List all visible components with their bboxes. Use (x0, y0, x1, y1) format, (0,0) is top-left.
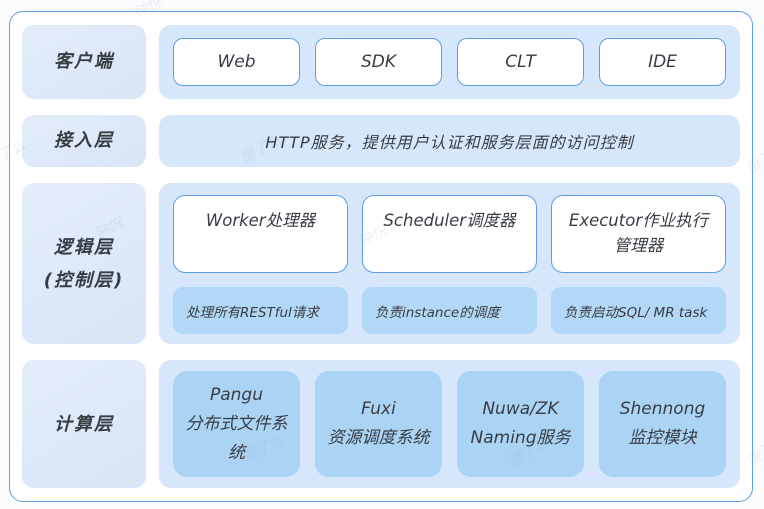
client-box-web-label: Web (217, 51, 256, 72)
compute-chip-pangu: Pangu 分布式文件系统 (173, 371, 300, 477)
client-box-sdk: SDK (315, 37, 442, 86)
client-panel: Web SDK CLT IDE (159, 25, 740, 99)
worker-module-box: Worker处理器 (173, 194, 348, 273)
client-box-sdk-label: SDK (360, 51, 397, 72)
worker-module-note-text: 处理所有RESTful请求 (186, 304, 319, 321)
logic-module-scheduler: Scheduler调度器 负责instance的调度 (362, 194, 537, 335)
compute-chip-shennong: Shennong 监控模块 (599, 371, 726, 477)
layer-label-compute-text: 计算层 (54, 413, 114, 435)
architecture-diagram: 客户端 Web SDK CLT IDE 接入层 HTTP服务，提供用户认证和服务… (9, 11, 753, 502)
executor-module-note: 负责启动SQL/ MR task (551, 286, 726, 335)
executor-module-box: Executor作业执行管理器 (551, 194, 726, 273)
client-box-clt-label: CLT (505, 51, 536, 72)
scheduler-module-note-text: 负责instance的调度 (375, 304, 500, 321)
layer-label-client: 客户端 (22, 25, 146, 99)
executor-module-note-text: 负责启动SQL/ MR task (564, 304, 708, 321)
layer-label-access: 接入层 (22, 114, 146, 167)
worker-module-title: Worker处理器 (205, 210, 316, 230)
layer-label-compute: 计算层 (22, 360, 146, 488)
logic-layer-row: 逻辑层 (控制层) Worker处理器 处理所有RESTful请求 Schedu… (22, 182, 740, 345)
access-description: HTTP服务，提供用户认证和服务层面的访问控制 (265, 132, 634, 152)
client-box-web: Web (173, 37, 300, 86)
shennong-name: Shennong (619, 399, 706, 420)
compute-chip-nuwa-zk: Nuwa/ZK Naming服务 (457, 371, 584, 477)
logic-module-executor: Executor作业执行管理器 负责启动SQL/ MR task (551, 194, 726, 335)
scheduler-module-note: 负责instance的调度 (362, 286, 537, 335)
nuwa-zk-desc: Naming服务 (470, 428, 571, 449)
scheduler-module-title: Scheduler调度器 (383, 210, 516, 230)
compute-panel: Pangu 分布式文件系统 Fuxi 资源调度系统 Nuwa/ZK Naming… (159, 360, 740, 488)
compute-chip-fuxi: Fuxi 资源调度系统 (315, 371, 442, 477)
fuxi-desc: 资源调度系统 (327, 428, 430, 449)
client-box-ide: IDE (599, 37, 726, 86)
layer-label-logic: 逻辑层 (控制层) (22, 182, 146, 345)
access-layer-row: 接入层 HTTP服务，提供用户认证和服务层面的访问控制 (22, 114, 740, 167)
shennong-desc: 监控模块 (628, 428, 697, 449)
fuxi-name: Fuxi (361, 399, 396, 420)
client-box-ide-label: IDE (648, 51, 677, 72)
logic-module-worker: Worker处理器 处理所有RESTful请求 (173, 194, 348, 335)
executor-module-title: Executor作业执行管理器 (568, 210, 709, 255)
pangu-desc: 分布式文件系统 (185, 413, 288, 463)
layer-label-logic-line2: (控制层) (43, 269, 125, 291)
scheduler-module-box: Scheduler调度器 (362, 194, 537, 273)
layer-label-client-text: 客户端 (54, 51, 114, 73)
client-box-clt: CLT (457, 37, 584, 86)
layer-label-access-text: 接入层 (54, 130, 114, 152)
compute-layer-row: 计算层 Pangu 分布式文件系统 Fuxi 资源调度系统 Nuwa/ZK Na… (22, 360, 740, 488)
logic-panel: Worker处理器 处理所有RESTful请求 Scheduler调度器 负责i… (159, 182, 740, 345)
client-layer-row: 客户端 Web SDK CLT IDE (22, 25, 740, 99)
nuwa-zk-name: Nuwa/ZK (482, 399, 559, 420)
layer-label-logic-line1: 逻辑层 (54, 236, 114, 258)
access-panel: HTTP服务，提供用户认证和服务层面的访问控制 (159, 114, 740, 167)
worker-module-note: 处理所有RESTful请求 (173, 286, 348, 335)
pangu-name: Pangu (209, 384, 263, 405)
